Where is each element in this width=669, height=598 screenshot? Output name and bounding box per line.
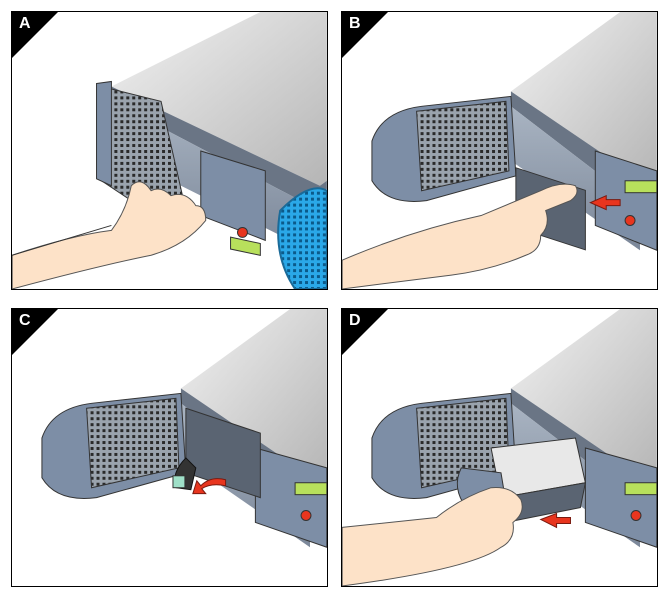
power-button [237, 226, 248, 238]
blue-bezel [277, 187, 327, 289]
panel-label-d: D [349, 312, 361, 329]
panel-corner-d [342, 309, 388, 355]
arrow-left-icon [589, 194, 621, 211]
panel-label-b: B [349, 15, 361, 32]
latch-icon [172, 475, 186, 489]
power-button [624, 215, 636, 226]
lcd-display [624, 180, 657, 194]
step-panel-a: A [11, 11, 328, 290]
panel-label-a: A [19, 15, 31, 32]
chassis-top [510, 309, 657, 483]
panel-corner-a [12, 12, 58, 58]
lcd-display [624, 482, 657, 496]
step-panel-c: C [11, 308, 328, 587]
server-diagram-c [41, 309, 327, 548]
lcd-display [294, 482, 327, 496]
power-button [300, 510, 312, 521]
panel-corner-c [12, 309, 58, 355]
step-panel-d: D [341, 308, 658, 587]
front-bezel [584, 447, 657, 548]
front-bezel [200, 150, 266, 242]
arrow-left-icon [192, 478, 227, 495]
server-diagram-b [342, 12, 657, 289]
chassis-top [510, 12, 657, 186]
step-panel-b: B [341, 11, 658, 290]
panel-corner-b [342, 12, 388, 58]
hand-icon [12, 181, 207, 289]
front-bezel [254, 447, 327, 548]
arrow-left-icon [539, 512, 571, 529]
server-diagram-d [342, 309, 657, 586]
hand-icon [342, 486, 523, 586]
power-button [630, 510, 642, 521]
lcd-display [230, 236, 261, 256]
panel-label-c: C [19, 312, 31, 329]
drive-carrier [185, 407, 261, 499]
chassis-top [180, 309, 327, 483]
chassis-top [111, 12, 327, 186]
hand-icon [342, 183, 578, 289]
server-diagram-a [12, 12, 327, 289]
